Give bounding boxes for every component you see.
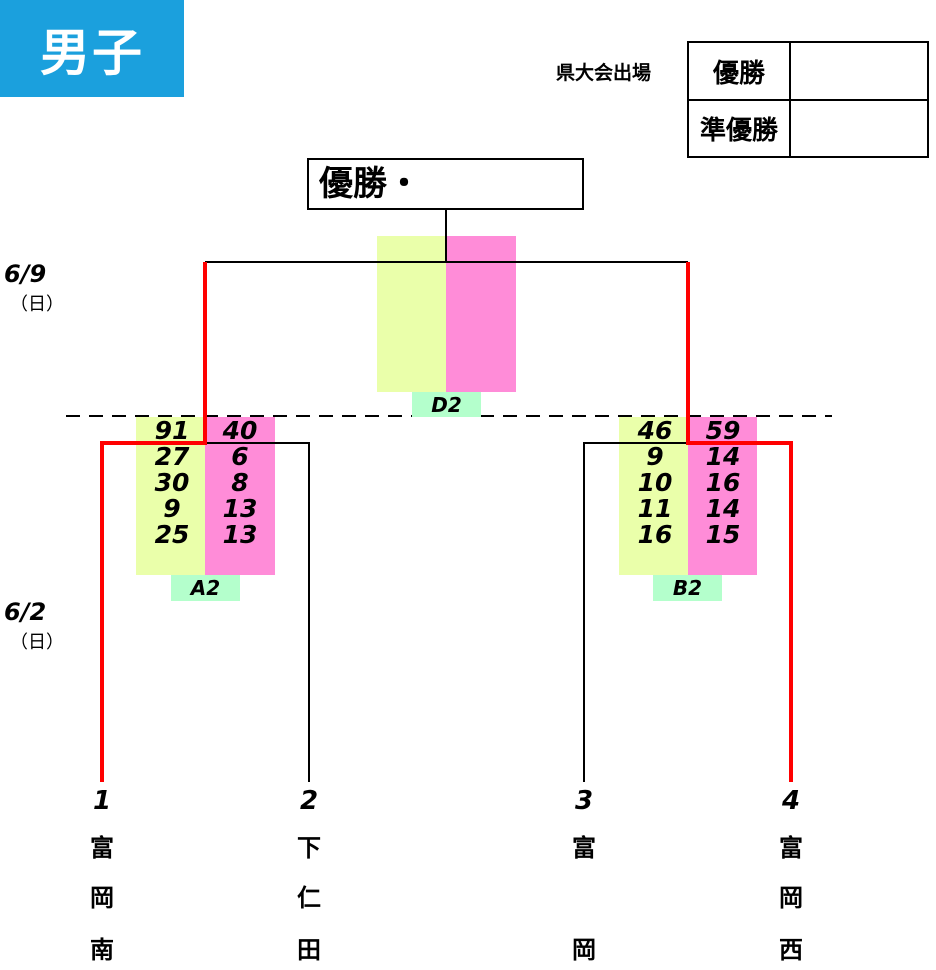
- team-4-winner-line: [686, 262, 793, 782]
- score: 13: [222, 520, 258, 549]
- a2-left-scores: 91 27 30 9 25: [142, 418, 202, 548]
- team-4-name-char: 西: [779, 936, 803, 964]
- team-1-name-char: 岡: [90, 884, 114, 912]
- score: 9: [163, 494, 181, 523]
- score: 91: [154, 416, 190, 445]
- qualification-row-label: 準優勝: [689, 101, 791, 156]
- score: 10: [637, 468, 673, 497]
- score: 9: [646, 442, 664, 471]
- team-3-name-char: 富: [572, 834, 596, 862]
- team-1-name-char: 富: [90, 834, 114, 862]
- team-2-line: [205, 442, 310, 782]
- page-title: 男子: [0, 0, 184, 97]
- day-round-2: （日）: [10, 294, 64, 315]
- score: 30: [154, 468, 190, 497]
- team-2-name-char: 田: [297, 936, 321, 964]
- qualification-row-label: 優勝: [689, 43, 791, 99]
- score: 46: [637, 416, 673, 445]
- team-3-line: [583, 442, 688, 782]
- score: 14: [705, 494, 741, 523]
- team-2-name-char: 仁: [297, 884, 321, 912]
- team-2-number: 2: [299, 786, 319, 816]
- match-tag-a2: A2: [171, 575, 240, 601]
- a2-right-scores: 40 6 8 13 13: [210, 418, 270, 548]
- score: 16: [705, 468, 741, 497]
- score: 25: [154, 520, 190, 549]
- score: 13: [222, 494, 258, 523]
- score: 15: [705, 520, 741, 549]
- score: 11: [637, 494, 673, 523]
- b2-right-scores: 59 14 16 14 15: [693, 418, 753, 548]
- score: 16: [637, 520, 673, 549]
- champion-box: 優勝・: [307, 158, 584, 210]
- match-tag-d2: D2: [412, 392, 481, 417]
- score: 27: [154, 442, 190, 471]
- team-1-name-char: 南: [90, 936, 114, 964]
- team-2-name-char: 下: [297, 834, 321, 862]
- qualification-table: 優勝 準優勝: [687, 41, 929, 158]
- qualification-label: 県大会出場: [556, 62, 652, 84]
- team-3-name-char: 岡: [572, 936, 596, 964]
- team-4-number: 4: [781, 786, 801, 816]
- team-1-number: 1: [92, 786, 112, 816]
- team-4-name-char: 岡: [779, 884, 803, 912]
- qualification-row-winner: 優勝: [689, 43, 927, 101]
- team-1-winner-line: [100, 262, 207, 782]
- day-round-1: （日）: [10, 632, 64, 653]
- match-tag-b2: B2: [653, 575, 722, 601]
- team-3-number: 3: [574, 786, 594, 816]
- score: 40: [222, 416, 258, 445]
- date-round-1: 6/2: [4, 598, 47, 626]
- qualification-row-runnerup: 準優勝: [689, 101, 927, 156]
- score: 8: [231, 468, 249, 497]
- team-4-name-char: 富: [779, 834, 803, 862]
- date-round-2: 6/9: [4, 260, 47, 288]
- b2-left-scores: 46 9 10 11 16: [625, 418, 685, 548]
- score: 6: [231, 442, 249, 471]
- score: 14: [705, 442, 741, 471]
- score: 59: [705, 416, 741, 445]
